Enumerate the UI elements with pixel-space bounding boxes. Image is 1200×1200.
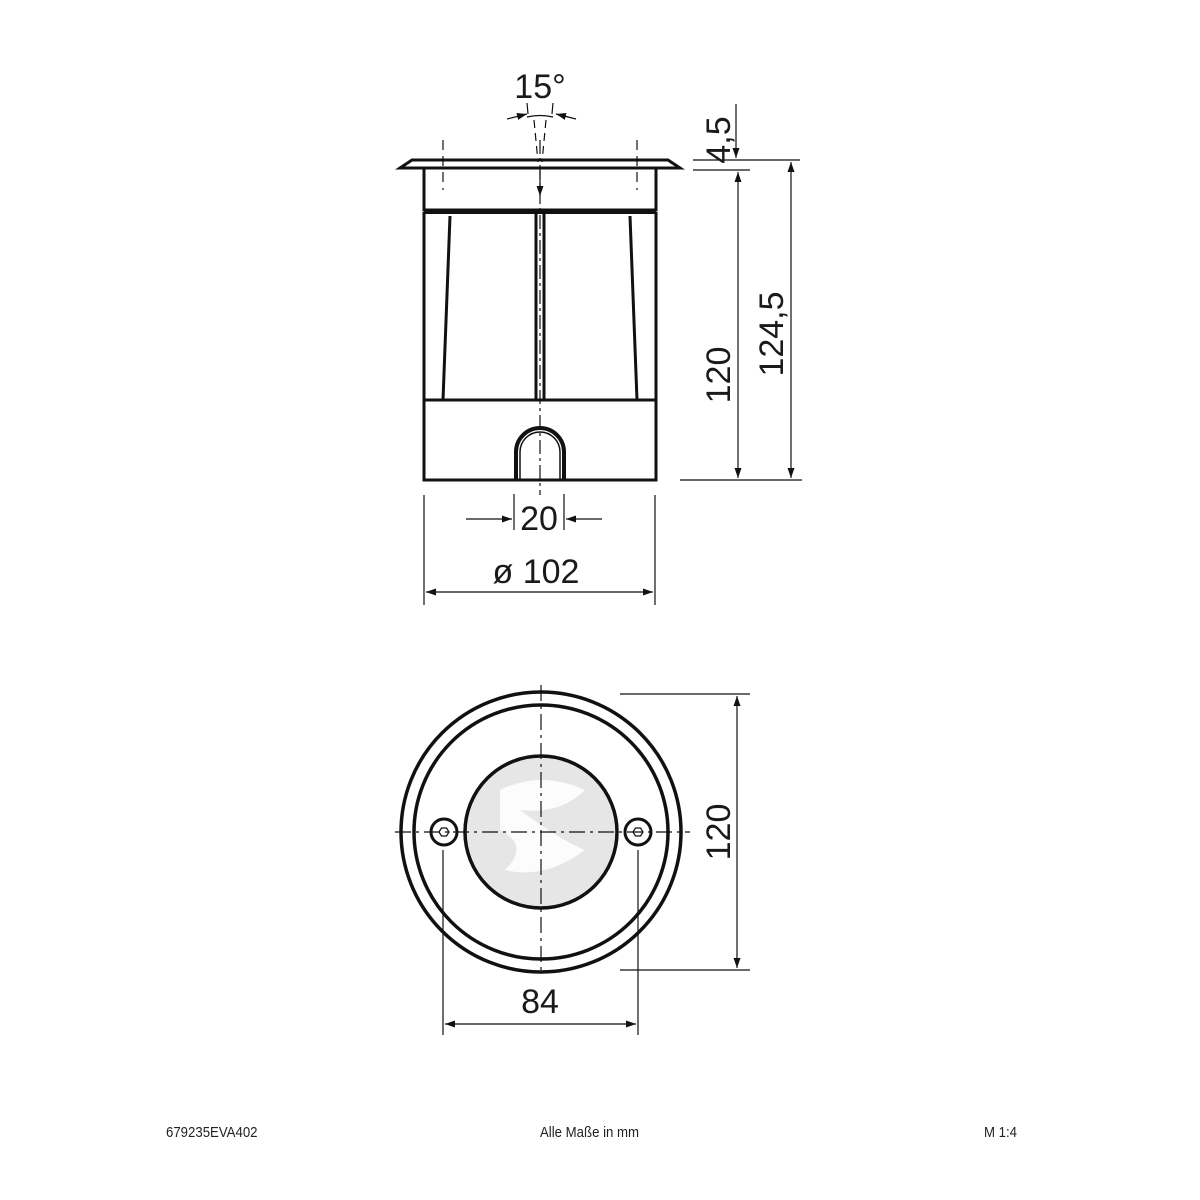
top-view-dimensions xyxy=(442,693,750,1035)
width-dimensions xyxy=(423,494,656,605)
cable-entry-width-label: 20 xyxy=(520,500,558,538)
taper-left xyxy=(441,215,452,401)
body-height-label: 120 xyxy=(700,347,738,404)
flange-thickness-label: 4,5 xyxy=(700,116,738,163)
total-height-label: 124,5 xyxy=(753,291,791,376)
beam-angle-label: 15° xyxy=(514,68,565,106)
diameter-label: ø 102 xyxy=(493,553,580,591)
article-number: 679235EVA402 xyxy=(166,1124,258,1141)
scale-label: M 1:4 xyxy=(984,1124,1018,1141)
taper-right xyxy=(628,215,639,401)
units-note: Alle Maße in mm xyxy=(540,1124,640,1141)
height-dimensions xyxy=(680,104,802,481)
screw-spacing-label: 84 xyxy=(521,983,559,1021)
side-view xyxy=(395,102,685,495)
top-view xyxy=(395,685,690,975)
outer-diameter-label: 120 xyxy=(700,804,738,861)
